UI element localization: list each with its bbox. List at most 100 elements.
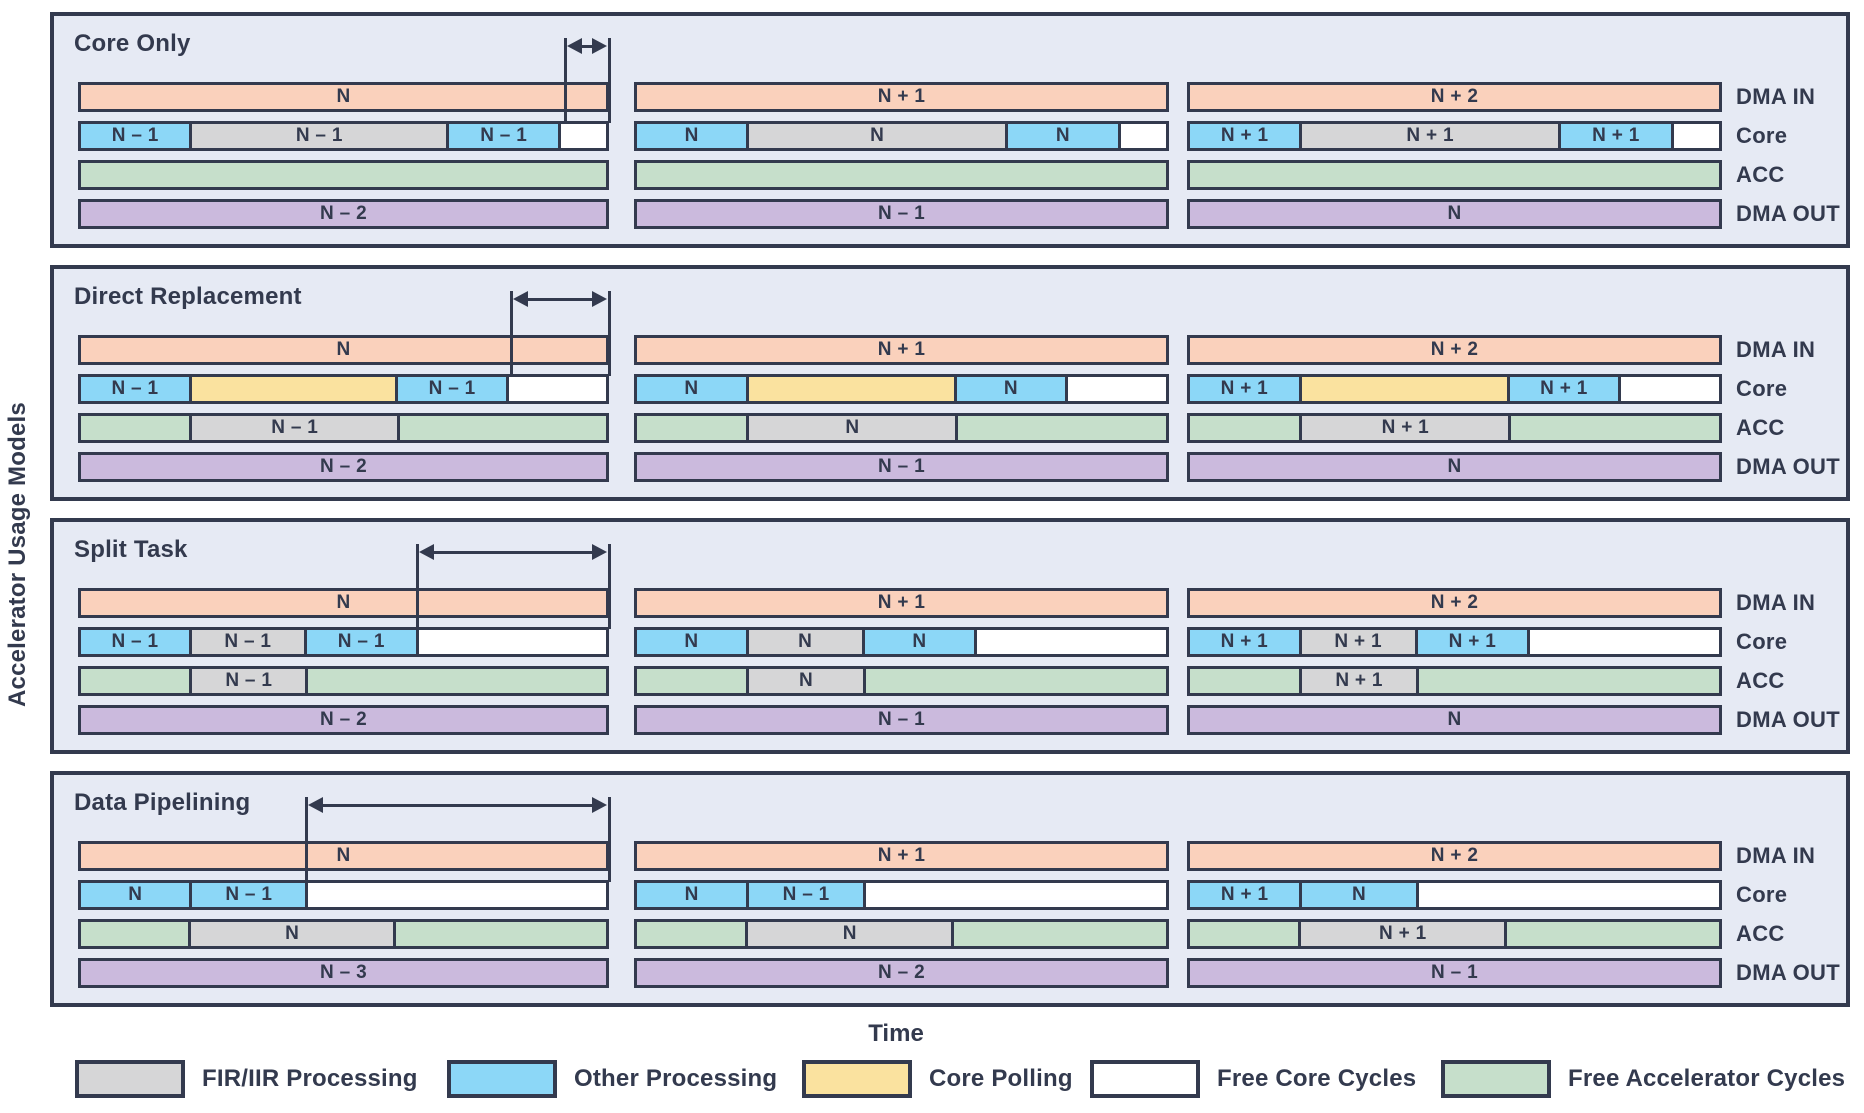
segment-dma_in: N [81,338,606,362]
bar-dma_out-frame-2: N – 1 [634,452,1169,482]
segment-other: N + 1 [1190,630,1302,654]
segment-free_core [865,883,1166,907]
bar-dma_out-frame-2: N – 2 [634,958,1169,988]
segment-dma_out: N – 1 [637,455,1166,479]
segment-free_acc [637,922,749,946]
legend-item-other: Other Processing [447,1060,777,1098]
segment-other: N + 1 [1190,377,1302,401]
segment-free_acc [954,922,1166,946]
legend-label: Free Accelerator Cycles [1568,1065,1846,1092]
bar-dma_out-frame-3: N [1187,452,1722,482]
segment-fir: N – 1 [191,630,307,654]
bar-dma_out-frame-1: N – 2 [78,452,609,482]
segment-free_core [1418,883,1719,907]
legend-label: Core Polling [929,1065,1073,1092]
bar-dma_in-frame-1: N [78,335,609,365]
segment-free_acc [308,669,606,693]
x-axis-label: Time [868,1020,924,1047]
bar-dma_out-frame-2: N – 1 [634,199,1169,229]
segment-fir: N + 1 [1301,630,1418,654]
segment-other: N – 1 [449,124,562,148]
segment-free_acc [637,669,750,693]
segment-fir: N [749,669,866,693]
segment-other: N – 1 [398,377,509,401]
latency-marker-line [608,38,611,123]
segment-fir: N + 1 [1301,922,1508,946]
bar-dma_out-frame-1: N – 3 [78,958,609,988]
segment-fir: N – 1 [192,416,400,440]
segment-free_core [1621,377,1720,401]
segment-other: N + 1 [1190,124,1303,148]
bar-acc-frame-3: N + 1 [1187,413,1722,443]
bar-dma_out-frame-3: N [1187,705,1722,735]
segment-dma_in: N + 2 [1190,844,1719,868]
segment-dma_out: N – 1 [637,708,1166,732]
bar-acc-frame-3: N + 1 [1187,919,1722,949]
row-label-dma-out: DMA OUT [1736,960,1840,985]
bar-dma_out-frame-1: N – 2 [78,705,609,735]
segment-fir: N + 1 [1302,669,1419,693]
legend-item-free_acc: Free Accelerator Cycles [1441,1060,1845,1098]
segment-free_acc [81,416,193,440]
panel-title: Core Only [74,30,191,57]
latency-arrow-shaft [321,804,594,807]
row-label-core: Core [1736,123,1788,148]
segment-dma_out: N – 3 [81,961,606,985]
segment-other: N – 1 [749,883,866,907]
segment-free_acc [1511,416,1719,440]
row-label-dma-in: DMA IN [1736,84,1816,109]
segment-polling [1301,377,1510,401]
segment-other: N [1008,124,1121,148]
segment-fir: N [749,416,959,440]
segment-dma_in: N + 1 [637,338,1166,362]
segment-dma_in: N [81,591,606,615]
segment-other: N [637,883,750,907]
bar-dma_in-frame-1: N [78,82,609,112]
segment-free_acc [395,922,606,946]
segment-dma_out: N – 2 [81,202,606,226]
segment-other: N [864,630,978,654]
bar-dma_in-frame-2: N + 1 [634,841,1169,871]
latency-marker-line [416,544,419,629]
segment-dma_in: N + 1 [637,844,1166,868]
segment-free_core [1068,377,1167,401]
segment-dma_out: N – 1 [1190,961,1719,985]
latency-arrow-shaft [580,45,594,48]
legend-swatch-polling [802,1060,912,1098]
segment-dma_out: N [1190,455,1719,479]
latency-marker-line [564,38,567,123]
segment-other: N – 1 [306,630,419,654]
latency-marker-line [510,291,513,376]
segment-fir: N [191,922,396,946]
bar-dma_in-frame-1: N [78,841,609,871]
segment-dma_in: N [81,85,606,109]
segment-dma_in: N + 2 [1190,591,1719,615]
segment-free_acc [1190,416,1303,440]
latency-arrowhead-right-icon [592,544,607,560]
bar-acc-frame-3: N + 1 [1187,666,1722,696]
segment-fir: N [749,124,1009,148]
bar-dma_out-frame-1: N – 2 [78,199,609,229]
segment-dma_out: N – 2 [81,455,606,479]
segment-dma_out: N – 2 [637,961,1166,985]
bar-acc-frame-2: N [634,413,1169,443]
bar-dma_in-frame-3: N + 2 [1187,841,1722,871]
legend-label: Free Core Cycles [1217,1065,1417,1092]
segment-fir: N + 1 [1302,124,1562,148]
row-label-dma-out: DMA OUT [1736,707,1840,732]
segment-free_acc [637,163,1166,187]
bar-acc-frame-2: N [634,666,1169,696]
panel-title: Data Pipelining [74,789,251,816]
bar-dma_out-frame-3: N – 1 [1187,958,1722,988]
segment-free_acc [1190,922,1302,946]
segment-polling [191,377,399,401]
latency-arrowhead-left-icon [513,291,528,307]
latency-marker-line [305,797,308,882]
